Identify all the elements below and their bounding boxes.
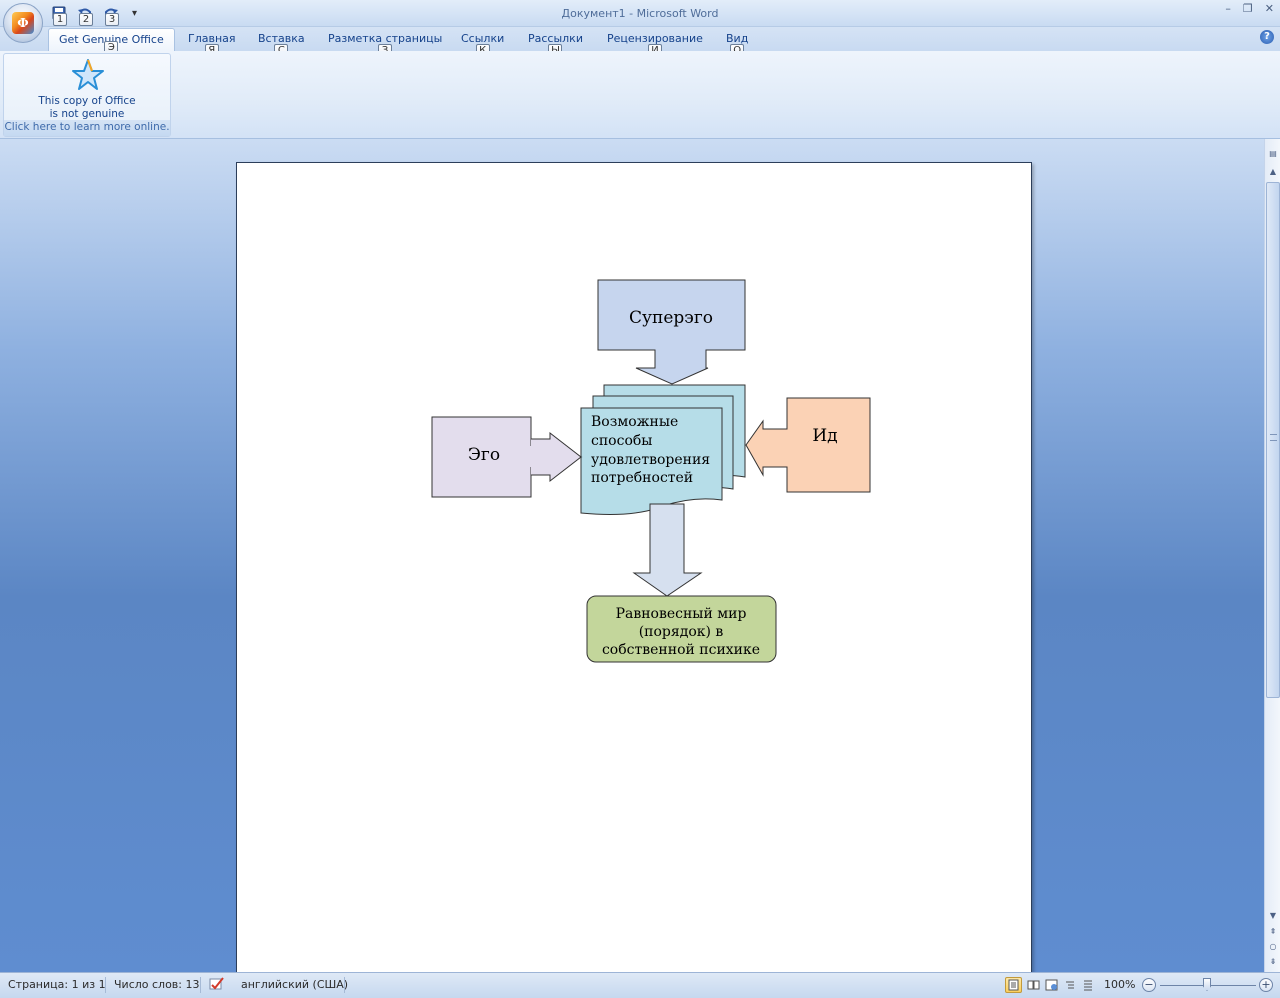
vertical-scrollbar[interactable]: ▤ ▲ ▼ ⇞ ○ ⇟ xyxy=(1264,139,1280,972)
print-layout-icon xyxy=(1008,979,1019,991)
scroll-up-icon[interactable]: ▲ xyxy=(1269,167,1277,176)
save-button[interactable]: 1 xyxy=(50,4,68,26)
scroll-down-icon[interactable]: ▼ xyxy=(1269,911,1277,920)
full-screen-reading-view-button[interactable] xyxy=(1025,977,1042,993)
outline-icon xyxy=(1065,981,1074,989)
redo-icon xyxy=(105,8,118,15)
office-button[interactable]: Ф xyxy=(3,3,43,43)
learn-more-link[interactable]: Click here to learn more online. xyxy=(4,120,170,136)
genuine-warning-line2: is not genuine xyxy=(49,108,125,120)
tab-review[interactable]: Рецензирование И xyxy=(607,32,703,57)
center-line-4: потребностей xyxy=(591,470,693,486)
tab-references[interactable]: Ссылки К xyxy=(461,32,504,57)
result-line-1: Равновесный мир xyxy=(616,606,747,622)
result-shape[interactable] xyxy=(586,595,777,663)
draft-view-button[interactable] xyxy=(1079,977,1096,993)
tab-view[interactable]: Вид О xyxy=(726,32,748,57)
tab-get-genuine-office[interactable]: Get Genuine Office Э xyxy=(48,28,175,54)
status-bar: Страница: 1 из 1 Число слов: 13 английск… xyxy=(0,972,1280,998)
zoom-slider-thumb[interactable] xyxy=(1203,978,1211,991)
keytip-undo: 2 xyxy=(79,13,93,26)
tab-insert[interactable]: Вставка С xyxy=(258,32,305,57)
superego-label: Суперэго xyxy=(629,308,713,328)
id-label: Ид xyxy=(812,426,837,446)
zoom-in-icon[interactable]: + xyxy=(1259,978,1273,992)
reading-view-icon xyxy=(1027,980,1040,990)
window-controls: – ❐ ✕ xyxy=(1225,2,1274,15)
diagram: Суперэго Возможные способы удовлетворени… xyxy=(431,279,871,663)
previous-page-icon[interactable]: ⇞ xyxy=(1269,927,1277,936)
superego-shape[interactable] xyxy=(597,279,746,385)
tab-mailings[interactable]: Рассылки Ы xyxy=(528,32,583,57)
ribbon-panel: This copy of Office is not genuine Click… xyxy=(0,51,1280,139)
ruler-toggle-icon[interactable]: ▤ xyxy=(1269,149,1277,158)
customize-qat-dropdown-icon[interactable]: ▾ xyxy=(132,7,138,19)
ribbon-tab-bar: Get Genuine Office Э Главная Я Вставка С… xyxy=(0,27,1280,57)
web-layout-icon xyxy=(1045,979,1058,991)
language-indicator[interactable]: английский (США) xyxy=(241,978,349,991)
help-icon[interactable]: ? xyxy=(1260,30,1274,44)
result-line-3: собственной психике xyxy=(602,642,760,658)
keytip-redo: 3 xyxy=(105,13,119,26)
center-line-1: Возможные xyxy=(591,414,678,430)
keytip-save: 1 xyxy=(53,13,67,26)
close-icon[interactable]: ✕ xyxy=(1264,2,1274,15)
undo-button[interactable]: 2 xyxy=(76,4,94,26)
genuine-star-icon xyxy=(72,59,104,90)
quick-access-toolbar: 1 2 3 ▾ xyxy=(50,4,138,26)
genuine-warning-line1: This copy of Office xyxy=(38,95,136,107)
minimize-icon[interactable]: – xyxy=(1225,2,1231,15)
center-line-2: способы xyxy=(591,433,652,449)
zoom-level[interactable]: 100% xyxy=(1104,978,1136,991)
id-shape[interactable] xyxy=(745,397,871,493)
ego-label: Эго xyxy=(468,445,500,465)
browse-object-icon[interactable]: ○ xyxy=(1269,942,1277,951)
scroll-thumb[interactable] xyxy=(1266,182,1280,698)
document-page[interactable]: Суперэго Возможные способы удовлетворени… xyxy=(236,162,1032,972)
proofing-icon[interactable] xyxy=(208,976,226,995)
draft-icon xyxy=(1083,980,1092,991)
word-count[interactable]: Число слов: 13 xyxy=(114,978,200,991)
next-page-icon[interactable]: ⇟ xyxy=(1269,957,1277,966)
title-bar: 1 2 3 ▾ Документ1 - Microsoft Word – ❐ ✕ xyxy=(0,0,1280,27)
web-layout-view-button[interactable] xyxy=(1043,977,1060,993)
print-layout-view-button[interactable] xyxy=(1005,977,1022,993)
window-title: Документ1 - Microsoft Word xyxy=(561,7,719,20)
outline-view-button[interactable] xyxy=(1061,977,1078,993)
result-line-2: (порядок) в xyxy=(639,624,724,640)
document-workspace: Суперэго Возможные способы удовлетворени… xyxy=(0,139,1264,972)
page-count[interactable]: Страница: 1 из 1 xyxy=(8,978,106,991)
get-genuine-group[interactable]: This copy of Office is not genuine Click… xyxy=(3,53,171,137)
restore-icon[interactable]: ❐ xyxy=(1242,2,1253,15)
undo-icon xyxy=(78,8,91,15)
tab-page-layout[interactable]: Разметка страницы З xyxy=(328,32,442,57)
zoom-out-icon[interactable]: − xyxy=(1142,978,1156,992)
center-line-3: удовлетворения xyxy=(591,452,710,468)
redo-button[interactable]: 3 xyxy=(102,4,120,26)
office-logo-icon: Ф xyxy=(12,12,34,34)
down-arrow-shape[interactable] xyxy=(632,503,703,597)
ego-arrow xyxy=(531,431,582,483)
tab-home[interactable]: Главная Я xyxy=(188,32,236,57)
